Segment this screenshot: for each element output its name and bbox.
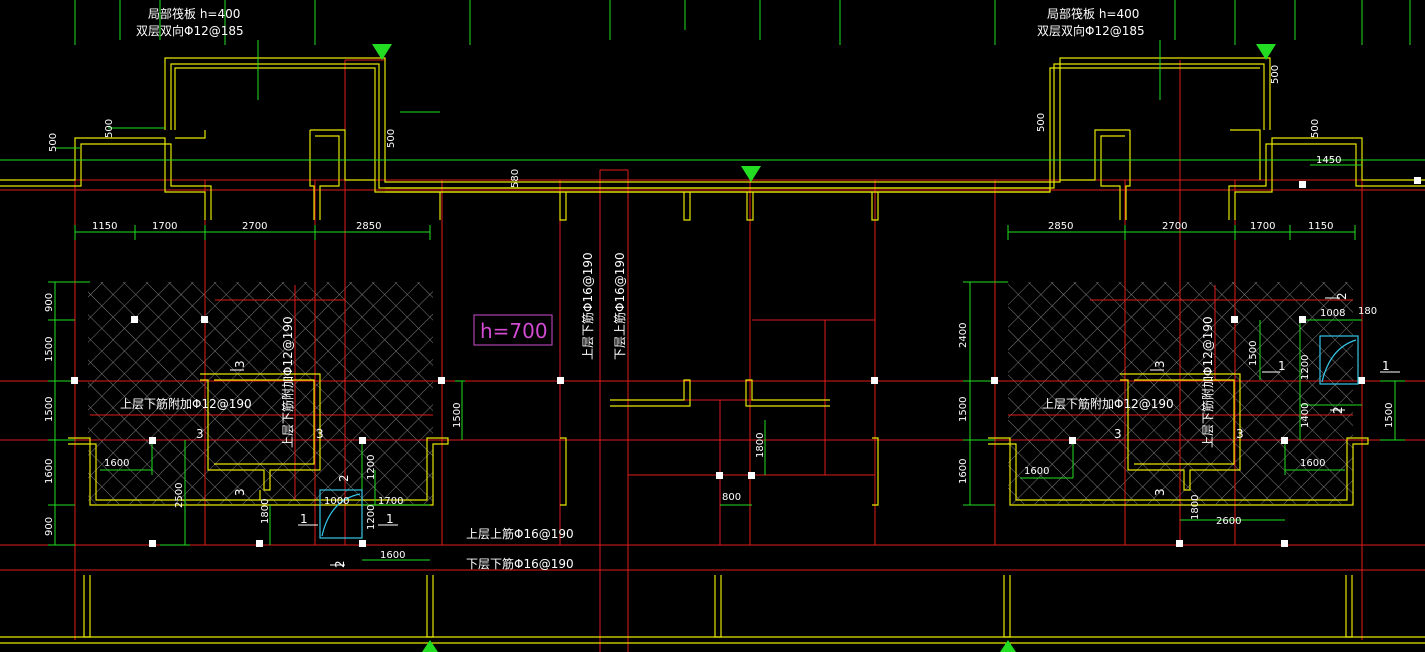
- section-mark-3-right-c: 3: [1236, 427, 1244, 441]
- dim-right-1600-a: 1600: [1024, 466, 1049, 477]
- section-mark-1-left-b: 1: [386, 512, 394, 526]
- dim-top-left-500-a: 500: [48, 133, 59, 152]
- section-mark-1-right: 1: [1278, 359, 1286, 373]
- dim-left-vert-2: 1500: [44, 337, 55, 362]
- lower-bottom-bars-note: 下层下筋Φ16@190: [466, 556, 574, 571]
- yellow-wall-outlines: [0, 57, 1425, 644]
- axis-marker-bottom-left: [422, 640, 438, 652]
- dim-right-180: 180: [1358, 306, 1377, 317]
- dim-top-left-500-c: 500: [386, 129, 397, 148]
- dim-right-1008: 1008: [1320, 308, 1345, 319]
- dim-right-1400: 1400: [1300, 403, 1311, 428]
- dim-right-row-1: 2850: [1048, 221, 1073, 232]
- dim-right-1800: 1800: [1190, 495, 1201, 520]
- dim-top-right-1450: 1450: [1316, 155, 1341, 166]
- slab-left-label-1: 局部筏板 h=400: [148, 6, 240, 21]
- left-section-box: [319, 489, 363, 539]
- axis-marker-top-left: [372, 44, 392, 60]
- cyan-section-symbols: [319, 335, 1359, 539]
- right-vertical-add-note: 上层下筋附加Φ12@190: [1200, 316, 1215, 448]
- dim-center-800: 800: [722, 492, 741, 503]
- dim-left-bottom-1600: 1600: [380, 550, 405, 561]
- dim-left-1200-a: 1200: [366, 455, 377, 480]
- dim-left-row-3: 2700: [242, 221, 267, 232]
- right-bottom-add-note: 上层下筋附加Φ12@190: [1042, 396, 1174, 411]
- section-mark-2-left: 2: [333, 560, 347, 568]
- axis-marker-bottom-right: [1000, 640, 1016, 652]
- dim-center-1800: 1800: [755, 433, 766, 458]
- slab-right-label-1: 局部筏板 h=400: [1047, 6, 1139, 21]
- center-vertical-note-2: 下层上筋Φ16@190: [612, 252, 627, 360]
- dim-left-row-1: 1150: [92, 221, 117, 232]
- dim-right-vert-2: 1500: [958, 397, 969, 422]
- section-mark-2-right: 2: [1335, 292, 1349, 300]
- section-mark-2-right-b: 2: [1331, 406, 1345, 414]
- column-markers: [71, 177, 1421, 547]
- slab-right-label-2: 双层双向Φ12@185: [1037, 23, 1145, 38]
- section-mark-3-right-b: 3: [1114, 427, 1122, 441]
- dim-left-1800: 1800: [260, 499, 271, 524]
- dim-left-1200-b: 1200: [366, 505, 377, 530]
- section-mark-1-left: 1: [300, 512, 308, 526]
- slab-thickness-label: h=700: [480, 319, 548, 343]
- upper-top-bars-note: 上层上筋Φ16@190: [466, 526, 574, 541]
- dim-right-row-3: 1700: [1250, 221, 1275, 232]
- dim-left-1600: 1600: [104, 458, 129, 469]
- section-mark-3-left-d: 3: [233, 488, 247, 496]
- left-hatch-zone: [88, 282, 433, 504]
- dim-right-1600-b: 1600: [1300, 458, 1325, 469]
- dim-left-2500: 2500: [174, 483, 185, 508]
- dim-right-1500-edge: 1500: [1384, 403, 1395, 428]
- dim-right-row-4: 1150: [1308, 221, 1333, 232]
- section-mark-1-right-b: 1: [1382, 359, 1390, 373]
- dim-left-1500-mid: 1500: [452, 403, 463, 428]
- section-mark-3-left-c: 3: [316, 427, 324, 441]
- dim-left-vert-4: 1600: [44, 459, 55, 484]
- dim-right-2600: 2600: [1216, 516, 1241, 527]
- section-mark-2-left-b: 2: [337, 474, 351, 482]
- dim-top-right-500-b: 500: [1270, 65, 1281, 84]
- dim-left-vert-1: 900: [44, 293, 55, 312]
- slab-left-label-2: 双层双向Φ12@185: [136, 23, 244, 38]
- dim-right-vert-3: 1600: [958, 459, 969, 484]
- dim-top-center-580: 580: [510, 169, 521, 188]
- green-dimension-lines: [0, 0, 1425, 561]
- dim-top-right-500-a: 500: [1036, 113, 1047, 132]
- dim-left-1000: 1000: [324, 496, 349, 507]
- left-bottom-add-note: 上层下筋附加Φ12@190: [120, 396, 252, 411]
- dim-left-vert-3: 1500: [44, 397, 55, 422]
- dim-left-vert-5: 900: [44, 517, 55, 536]
- axis-marker-top-right: [1256, 44, 1276, 60]
- axis-triangle-markers: [372, 44, 1276, 652]
- right-section-box: [1319, 335, 1359, 385]
- dim-left-row-2: 1700: [152, 221, 177, 232]
- section-mark-3-left-a: 3: [233, 360, 247, 368]
- axis-marker-top-center: [741, 166, 761, 182]
- dim-left-1700: 1700: [378, 496, 403, 507]
- center-vertical-note-1: 上层下筋Φ16@190: [580, 252, 595, 360]
- dim-top-right-500-c: 500: [1310, 119, 1321, 138]
- left-vertical-add-note: 上层下筋附加Φ12@190: [280, 316, 295, 448]
- dim-right-1200: 1200: [1300, 355, 1311, 380]
- section-mark-3-right-a: 3: [1153, 360, 1167, 368]
- dim-left-row-4: 2850: [356, 221, 381, 232]
- slab-thickness-box: [473, 314, 553, 346]
- section-mark-3-right-d: 3: [1153, 488, 1167, 496]
- section-cut-lines: [230, 297, 1400, 566]
- dim-right-row-2: 2700: [1162, 221, 1187, 232]
- dim-right-1500-a: 1500: [1248, 341, 1259, 366]
- dim-right-vert-1: 2400: [958, 323, 969, 348]
- section-mark-3-left-b: 3: [196, 427, 204, 441]
- dim-top-left-500-b: 500: [104, 119, 115, 138]
